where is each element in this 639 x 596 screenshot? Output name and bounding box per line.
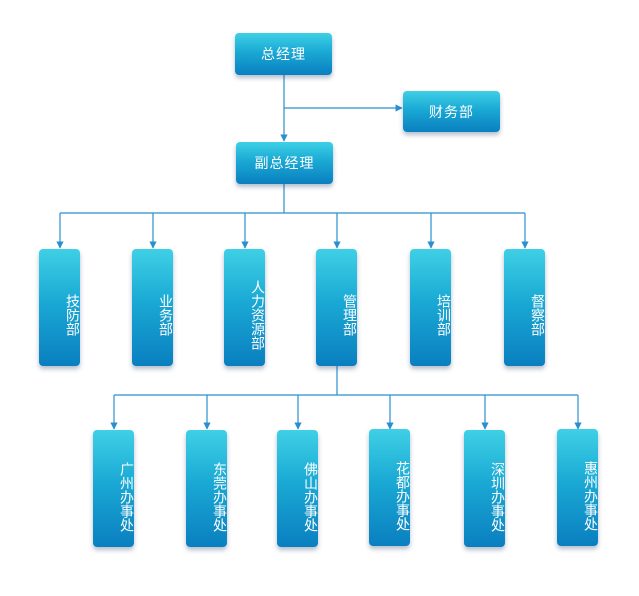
node-deputy-general-manager[interactable]: 副总经理 [236, 142, 333, 184]
node-department-inspection[interactable]: 督察部 [504, 249, 545, 366]
node-finance-department[interactable]: 财务部 [403, 91, 500, 132]
node-department-tech-defense[interactable]: 技防部 [39, 249, 80, 366]
node-general-manager[interactable]: 总经理 [235, 33, 332, 75]
node-department-business[interactable]: 业务部 [132, 249, 173, 366]
node-office-foshan[interactable]: 佛山办事处 [277, 430, 318, 547]
node-label: 技防部 [64, 293, 80, 336]
node-office-huadu[interactable]: 花都办事处 [369, 429, 410, 546]
node-label: 副总经理 [254, 156, 315, 172]
node-department-management[interactable]: 管理部 [316, 249, 357, 366]
node-label: 业务部 [157, 293, 173, 336]
node-office-shenzhen[interactable]: 深圳办事处 [464, 430, 505, 547]
node-label: 广州办事处 [118, 461, 134, 532]
node-office-guangzhou[interactable]: 广州办事处 [93, 430, 134, 547]
node-label: 督察部 [529, 293, 545, 336]
node-label: 惠州办事处 [582, 460, 598, 531]
node-department-hr[interactable]: 人力资源部 [224, 249, 265, 366]
node-label: 财务部 [429, 104, 474, 121]
node-label: 人力资源部 [249, 279, 265, 350]
node-label: 培训部 [435, 293, 451, 336]
node-label: 花都办事处 [394, 460, 410, 531]
node-label: 东莞办事处 [211, 461, 227, 532]
node-label: 佛山办事处 [302, 461, 318, 532]
node-office-dongguan[interactable]: 东莞办事处 [186, 430, 227, 547]
node-label: 深圳办事处 [489, 461, 505, 532]
node-label: 总经理 [261, 47, 306, 63]
node-label: 管理部 [341, 293, 357, 336]
node-department-training[interactable]: 培训部 [410, 249, 451, 366]
node-office-huizhou[interactable]: 惠州办事处 [557, 429, 598, 546]
